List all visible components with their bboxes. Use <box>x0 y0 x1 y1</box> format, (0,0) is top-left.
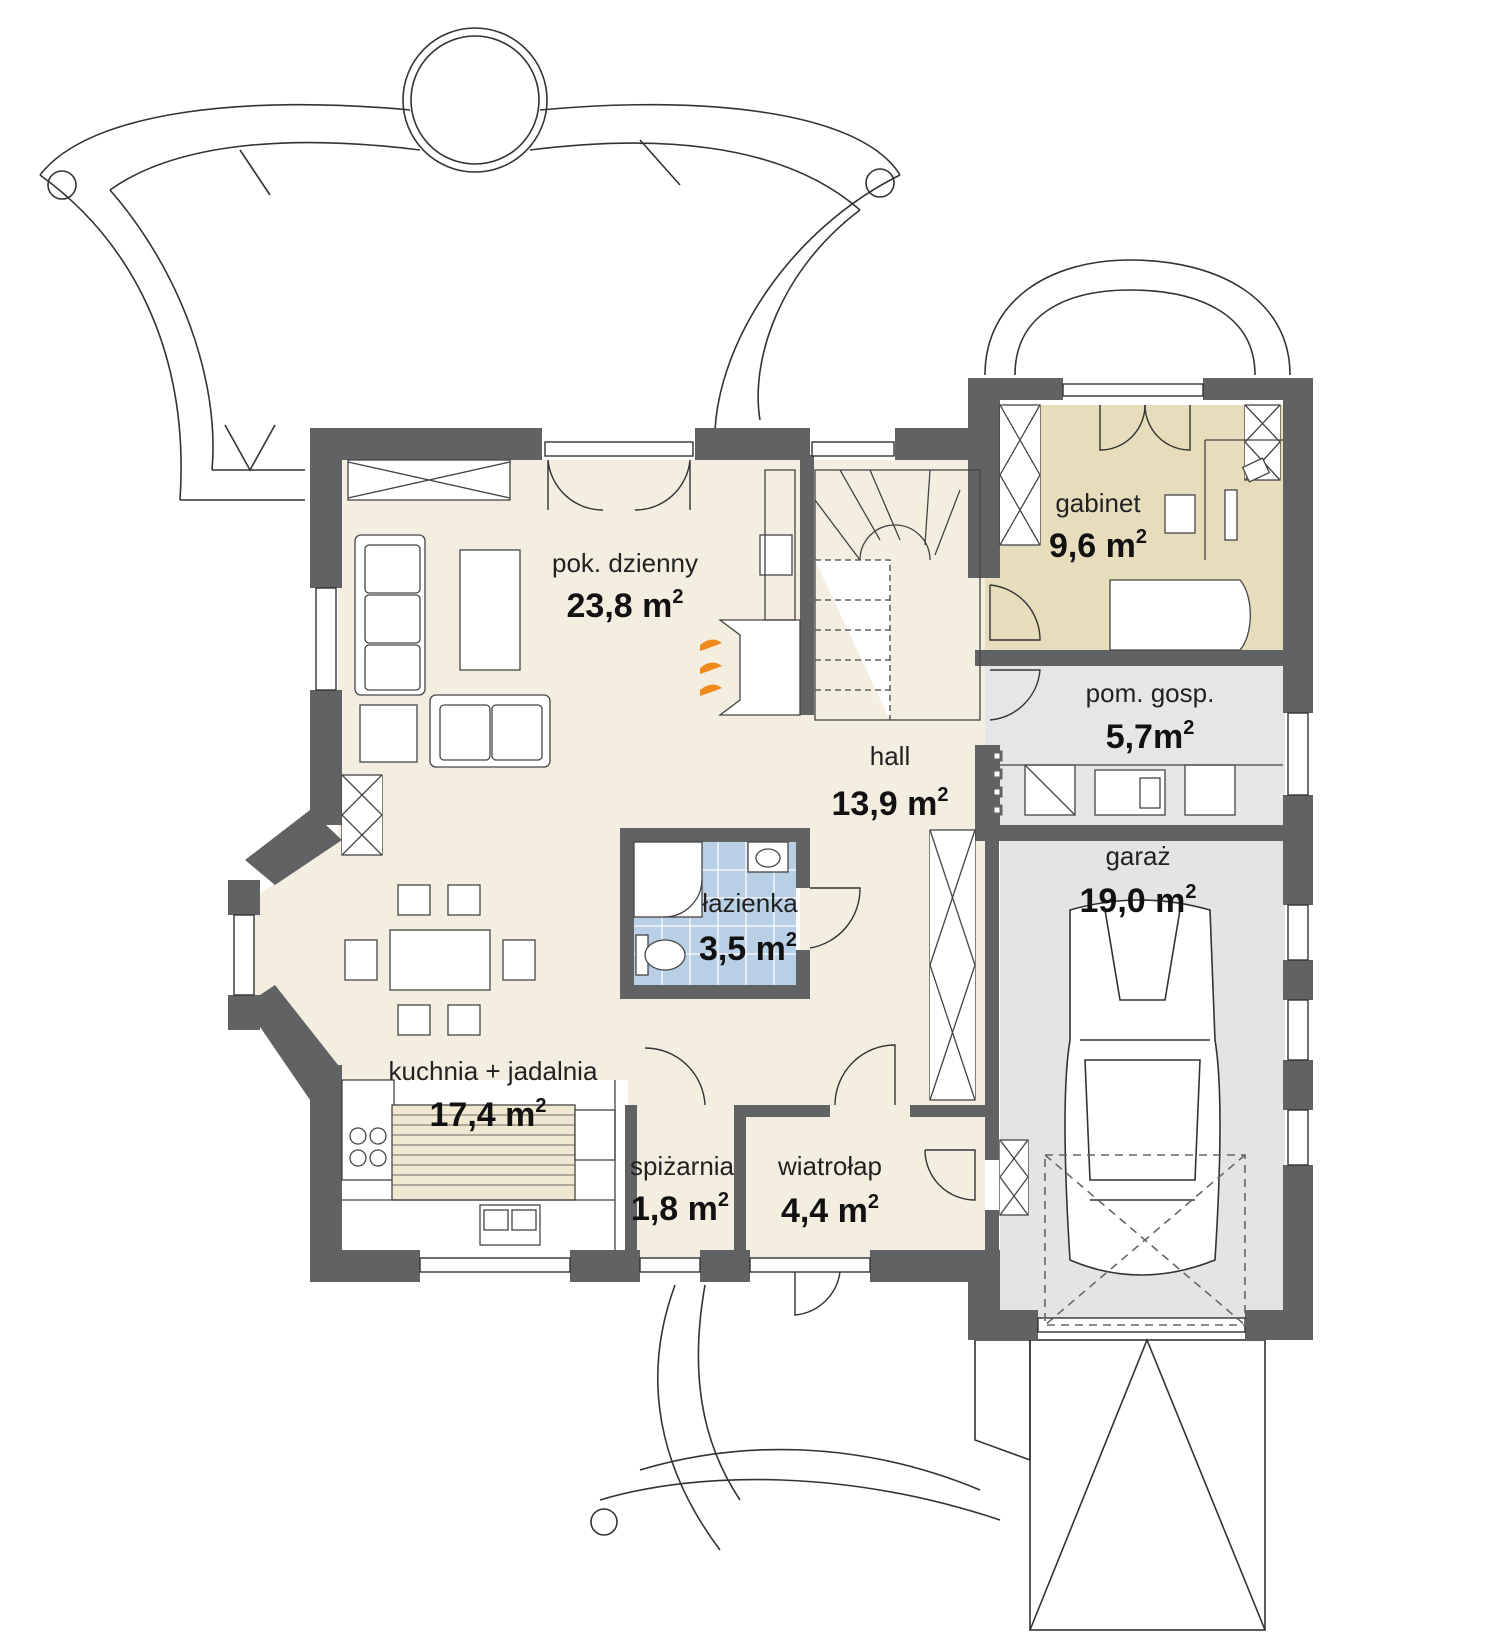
room-labels: pok. dzienny 23,8 m2 hall 13,9 m2 gabine… <box>389 488 1215 1230</box>
room-area-vestibule: 4,4 m2 <box>781 1191 879 1230</box>
car-icon <box>1044 899 1246 1326</box>
room-name-pantry: spiżarnia <box>630 1151 735 1181</box>
room-name-hall: hall <box>870 741 910 771</box>
room-area-kitchen: 17,4 m2 <box>430 1095 547 1134</box>
room-area-bathroom: 3,5 m2 <box>699 929 797 968</box>
room-area-living: 23,8 m2 <box>567 586 684 625</box>
room-name-vestibule: wiatrołap <box>777 1151 882 1181</box>
entrance-pergola <box>590 1284 1001 1551</box>
room-name-living: pok. dzienny <box>552 548 698 578</box>
driveway-canopy <box>974 1337 1266 1631</box>
terrace-pergola <box>39 27 901 501</box>
room-area-office: 9,6 m2 <box>1049 526 1147 565</box>
room-name-utility: pom. gosp. <box>1086 678 1215 708</box>
room-area-hall: 13,9 m2 <box>832 784 949 823</box>
doors <box>547 404 1191 1316</box>
fireplace-flame-icon <box>700 639 722 696</box>
furniture <box>341 404 1283 1250</box>
room-name-office: gabinet <box>1055 488 1141 518</box>
room-area-garage: 19,0 m2 <box>1080 881 1197 920</box>
room-name-kitchen: kuchnia + jadalnia <box>389 1056 598 1086</box>
room-name-garage: garaż <box>1105 841 1170 871</box>
room-area-utility: 5,7m2 <box>1106 717 1195 756</box>
walls <box>228 378 1313 1340</box>
bay-pergola <box>984 259 1291 376</box>
room-name-bathroom: łazienka <box>702 888 798 918</box>
windows <box>233 383 1309 1333</box>
room-area-pantry: 1,8 m2 <box>631 1189 729 1228</box>
